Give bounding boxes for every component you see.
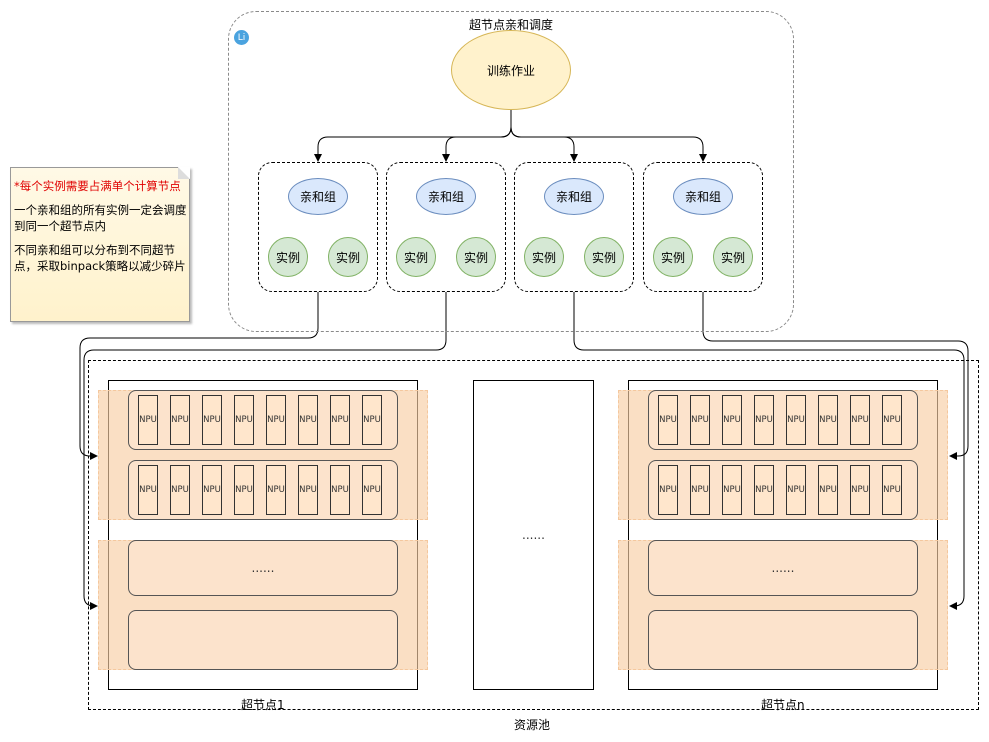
npu-chip: NPU — [298, 395, 318, 445]
npu-chip: NPU — [138, 465, 158, 515]
affinity-group-3[interactable]: 亲和组 — [544, 178, 604, 215]
npu-chip: NPU — [882, 465, 902, 515]
npu-chip: NPU — [202, 395, 222, 445]
affinity-scheduling-region — [228, 11, 794, 332]
compute-rack-ellipsis[interactable]: ...... — [128, 540, 398, 596]
npu-chip: NPU — [850, 395, 870, 445]
npu-chip: NPU — [754, 395, 774, 445]
npu-chip: NPU — [882, 395, 902, 445]
npu-chip: NPU — [690, 395, 710, 445]
rack-ellipsis-text: ...... — [771, 561, 795, 575]
compute-rack[interactable] — [648, 460, 918, 520]
npu-chip: NPU — [234, 395, 254, 445]
npu-chip: NPU — [298, 465, 318, 515]
instance-label: 实例 — [403, 250, 428, 265]
instance-label: 实例 — [463, 250, 488, 265]
npu-chip: NPU — [170, 465, 190, 515]
compute-rack[interactable] — [128, 390, 398, 450]
instance-label: 实例 — [660, 250, 685, 265]
li-badge-icon: Li — [234, 30, 249, 45]
instance-3-2[interactable]: 实例 — [584, 237, 624, 277]
npu-chip: NPU — [202, 465, 222, 515]
compute-rack[interactable] — [128, 460, 398, 520]
instance-4-2[interactable]: 实例 — [713, 237, 753, 277]
note-fold-corner — [178, 167, 190, 179]
npu-chip: NPU — [818, 395, 838, 445]
npu-chip: NPU — [786, 465, 806, 515]
compute-rack[interactable] — [648, 390, 918, 450]
training-job-node[interactable]: 训练作业 — [451, 30, 571, 110]
super-node-n-label: 超节点n — [761, 698, 805, 712]
npu-chip: NPU — [722, 465, 742, 515]
instance-label: 实例 — [531, 250, 556, 265]
instance-2-2[interactable]: 实例 — [456, 237, 496, 277]
note-line-1: *每个实例需要占满单个计算节点 — [14, 179, 181, 193]
npu-chip: NPU — [754, 465, 774, 515]
training-job-label: 训练作业 — [486, 63, 535, 78]
instance-1-2[interactable]: 实例 — [328, 237, 368, 277]
npu-chip: NPU — [658, 395, 678, 445]
npu-chip: NPU — [362, 465, 382, 515]
instance-4-1[interactable]: 实例 — [653, 237, 693, 277]
super-node-ellipsis: ...... — [473, 380, 594, 690]
compute-rack[interactable] — [648, 610, 918, 670]
middle-ellipsis-text: ...... — [522, 528, 545, 542]
npu-chip: NPU — [818, 465, 838, 515]
npu-chip: NPU — [138, 395, 158, 445]
instance-label: 实例 — [591, 250, 616, 265]
npu-chip: NPU — [658, 465, 678, 515]
instance-label: 实例 — [275, 250, 300, 265]
note-card: *每个实例需要占满单个计算节点 一个亲和组的所有实例一定会调度到同一个超节点内 … — [10, 167, 190, 322]
npu-chip: NPU — [722, 395, 742, 445]
instance-1-1[interactable]: 实例 — [268, 237, 308, 277]
compute-rack-ellipsis[interactable]: ...... — [648, 540, 918, 596]
npu-chip: NPU — [266, 395, 286, 445]
npu-chip: NPU — [330, 395, 350, 445]
resource-pool-label: 资源池 — [514, 718, 551, 732]
affinity-region-title: 超节点亲和调度 — [469, 18, 554, 32]
affinity-group-label: 亲和组 — [427, 190, 464, 204]
affinity-group-label: 亲和组 — [684, 190, 721, 204]
note-line-2: 一个亲和组的所有实例一定会调度到同一个超节点内 — [14, 203, 187, 233]
instance-3-1[interactable]: 实例 — [524, 237, 564, 277]
affinity-group-4[interactable]: 亲和组 — [673, 178, 733, 215]
npu-chip: NPU — [234, 465, 254, 515]
affinity-group-2[interactable]: 亲和组 — [416, 178, 476, 215]
npu-chip: NPU — [170, 395, 190, 445]
npu-chip: NPU — [362, 395, 382, 445]
rack-ellipsis-text: ...... — [251, 561, 275, 575]
compute-rack[interactable] — [128, 610, 398, 670]
npu-chip: NPU — [266, 465, 286, 515]
instance-label: 实例 — [335, 250, 360, 265]
instance-2-1[interactable]: 实例 — [396, 237, 436, 277]
resource-pool — [88, 360, 979, 710]
npu-chip: NPU — [330, 465, 350, 515]
affinity-group-label: 亲和组 — [299, 190, 336, 204]
affinity-group-label: 亲和组 — [555, 190, 592, 204]
affinity-group-1[interactable]: 亲和组 — [288, 178, 348, 215]
instance-label: 实例 — [720, 250, 745, 265]
super-node-1-label: 超节点1 — [241, 698, 285, 712]
npu-chip: NPU — [786, 395, 806, 445]
npu-chip: NPU — [850, 465, 870, 515]
npu-chip: NPU — [690, 465, 710, 515]
note-line-3: 不同亲和组可以分布到不同超节点，采取binpack策略以减少碎片 — [14, 243, 186, 273]
